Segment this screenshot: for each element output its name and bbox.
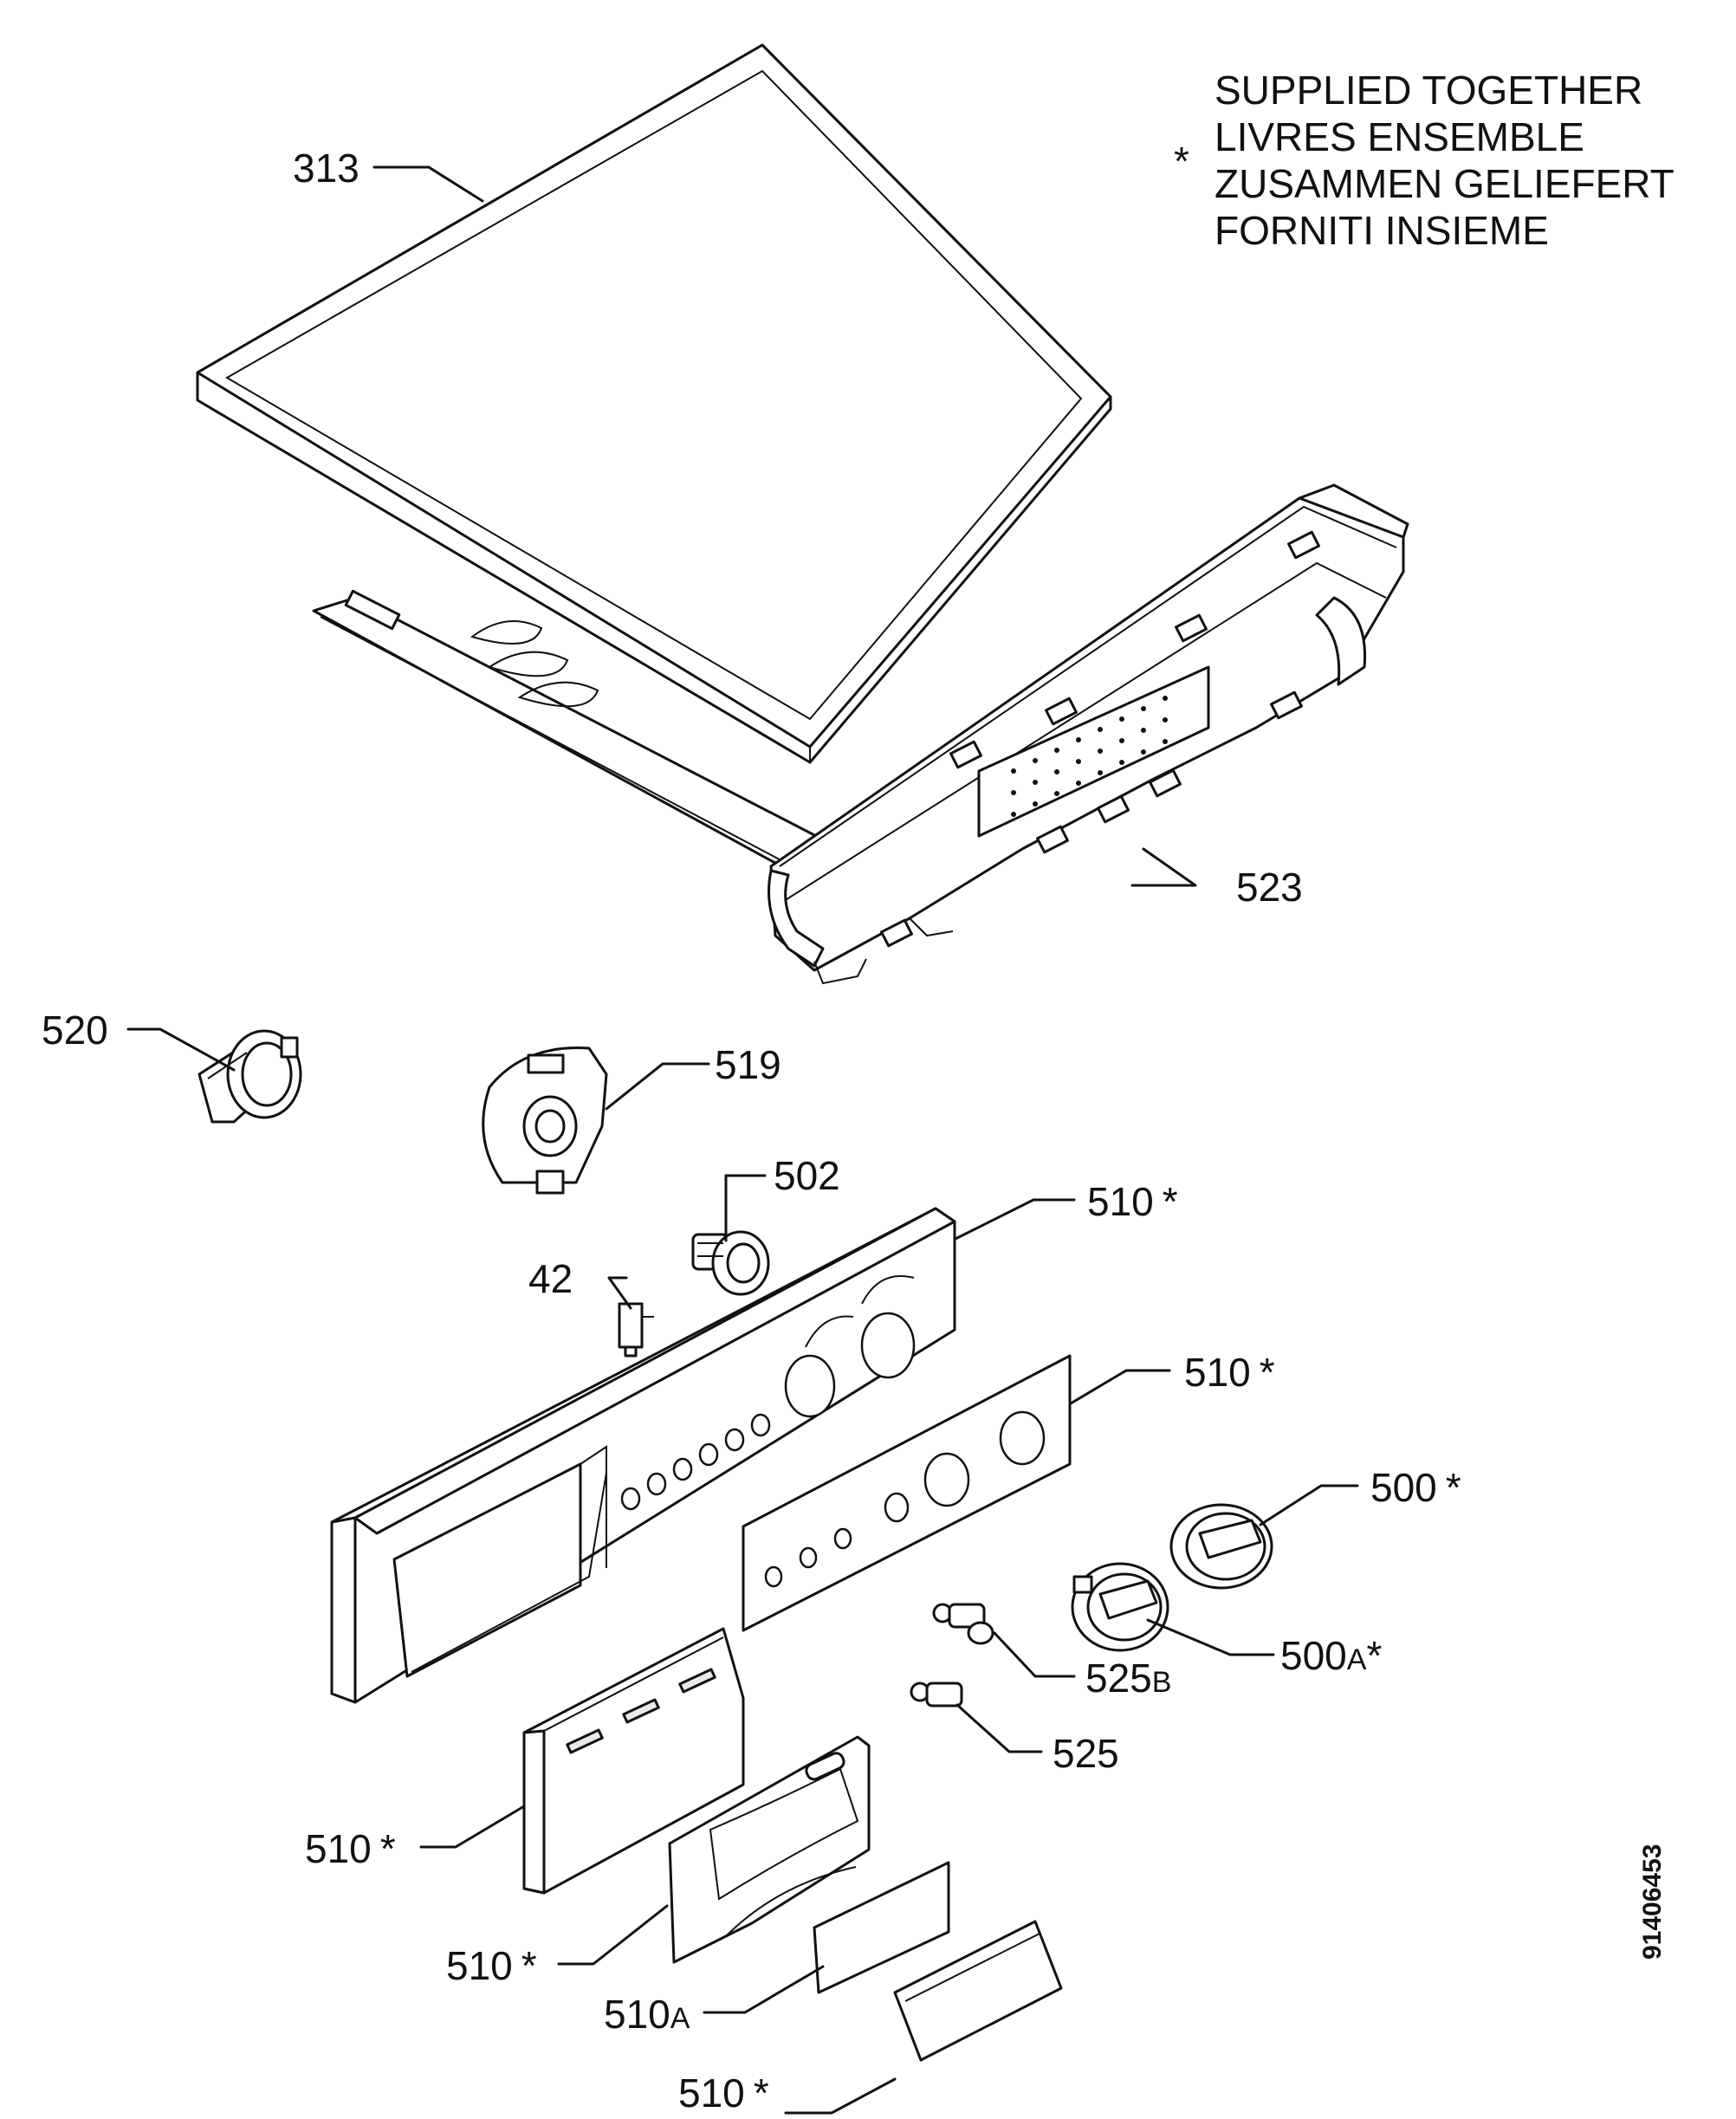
callout-510-handle: 510* [446,1943,537,1988]
callout-500: 500* [1370,1465,1461,1510]
callout-510-decor: 510* [1184,1350,1275,1395]
part-510-drawer-handle [668,1735,871,1964]
legend-line-fr: LIVRES ENSEMBLE [1215,114,1584,159]
callout-500A: 500A* [1280,1633,1382,1678]
legend-line-en: SUPPLIED TOGETHER [1215,68,1642,113]
callout-520: 520 [42,1008,108,1053]
part-500-knob [1169,1503,1273,1590]
callout-519: 519 [715,1042,781,1087]
part-525-push-rod [910,1682,963,1708]
callout-510-drawer: 510* [305,1826,396,1871]
part-519-bracket [482,1047,608,1195]
legend: * SUPPLIED TOGETHER LIVRES ENSEMBLE ZUSA… [1174,68,1674,253]
part-510-decor-panel [742,1354,1072,1632]
part-502-lamp-holder [691,1230,770,1296]
callout-510A: 510A [604,1992,690,2037]
callout-42: 42 [528,1256,573,1301]
callout-510-flap: 510* [678,2070,769,2116]
document-number: 91406453 [1638,1844,1667,1960]
part-510-drawer-front [522,1627,745,1895]
part-523-control-frame [312,483,1409,985]
callout-labels: 313 523 520 519 502 510* 42 510* 500* 50… [42,146,1461,2116]
legend-line-de: ZUSAMMEN GELIEFERT [1215,161,1674,206]
leader-lines [126,165,1359,2115]
part-313-lid [196,43,1112,764]
part-520-knob-spindle [198,1029,302,1124]
callout-510-fascia: 510* [1087,1179,1178,1224]
part-510A-insert [813,1861,950,1994]
perforation-holes [1011,696,1168,817]
part-510-control-panel-fascia [330,1207,956,1704]
callout-523: 523 [1236,865,1303,910]
part-42-switch [618,1302,654,1358]
callout-313: 313 [293,146,360,191]
callout-502: 502 [774,1153,840,1198]
legend-line-it: FORNITI INSIEME [1215,208,1549,253]
part-525B-push-rod [932,1603,994,1645]
part-500A-knob [1071,1562,1169,1652]
legend-asterisk: * [1174,139,1189,184]
callout-525B: 525B [1085,1656,1171,1701]
part-510-flap [893,1920,1063,2062]
callout-525: 525 [1053,1731,1119,1776]
